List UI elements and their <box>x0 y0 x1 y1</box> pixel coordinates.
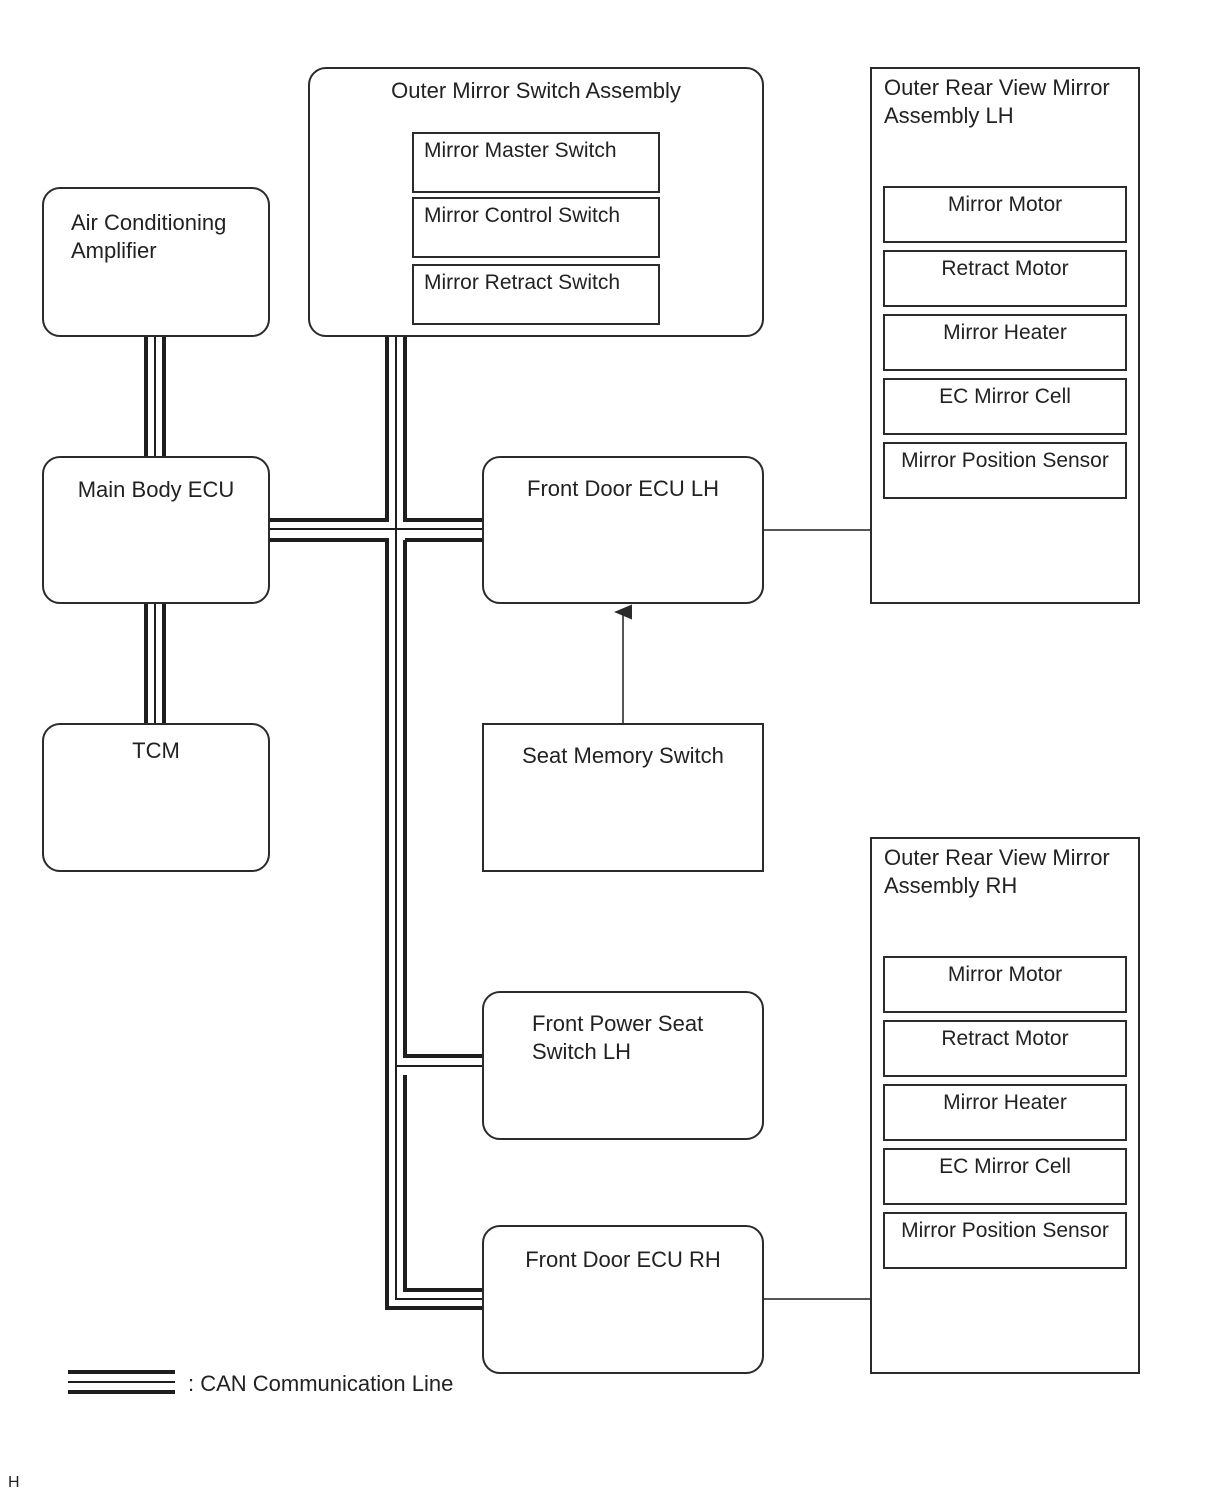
main-body-ecu: Main Body ECU <box>42 456 270 604</box>
mirror-lh-retract-motor: Retract Motor <box>883 250 1127 307</box>
can-line-ac-main <box>144 337 166 456</box>
seat-memory-switch: Seat Memory Switch <box>482 723 764 872</box>
can-line-mirror-switch <box>270 337 483 529</box>
outer-mirror-switch-title: Outer Mirror Switch Assembly <box>391 78 681 103</box>
tcm: TCM <box>42 723 270 872</box>
front-power-seat-line2: Switch LH <box>532 1039 632 1064</box>
legend-line-sample <box>68 1370 175 1394</box>
mirror-rh-ec-mirror-cell: EC Mirror Cell <box>883 1148 1127 1205</box>
front-power-seat-line1: Front Power Seat <box>532 1011 704 1036</box>
mirror-lh-mirror-heater: Mirror Heater <box>883 314 1127 371</box>
mirror-control-switch: Mirror Control Switch <box>412 197 660 258</box>
mirror-lh-position-sensor: Mirror Position Sensor <box>883 442 1127 499</box>
seat-memory-switch-title: Seat Memory Switch <box>522 743 724 768</box>
ac-amplifier-line2: Amplifier <box>71 238 157 263</box>
mirror-lh-title-line1: Outer Rear View Mirror <box>884 75 1110 100</box>
corner-mark: H <box>8 1474 20 1491</box>
front-door-ecu-lh: Front Door ECU LH <box>482 456 764 604</box>
can-line-trunk <box>395 529 483 1300</box>
front-door-ecu-rh-title: Front Door ECU RH <box>525 1247 721 1272</box>
mirror-lh-title-line2: Assembly LH <box>884 103 1014 128</box>
mirror-retract-switch: Mirror Retract Switch <box>412 264 660 325</box>
legend-label: : CAN Communication Line <box>188 1371 454 1396</box>
mirror-rh-position-sensor: Mirror Position Sensor <box>883 1212 1127 1269</box>
mirror-rh-title-line2: Assembly RH <box>884 873 1018 898</box>
front-door-ecu-rh: Front Door ECU RH <box>482 1225 764 1374</box>
air-conditioning-amplifier: Air Conditioning Amplifier <box>42 187 270 337</box>
mirror-rh-mirror-heater: Mirror Heater <box>883 1084 1127 1141</box>
mirror-master-switch: Mirror Master Switch <box>412 132 660 193</box>
mirror-lh-ec-mirror-cell: EC Mirror Cell <box>883 378 1127 435</box>
ac-amplifier-line1: Air Conditioning <box>71 210 227 235</box>
can-line-main-tcm <box>144 604 166 724</box>
front-door-ecu-lh-title: Front Door ECU LH <box>527 476 719 501</box>
mirror-lh-mirror-motor: Mirror Motor <box>883 186 1127 243</box>
main-body-ecu-title: Main Body ECU <box>77 477 235 502</box>
front-power-seat-switch-lh: Front Power Seat Switch LH <box>482 991 764 1140</box>
tcm-title: TCM <box>132 738 180 763</box>
can-line-main-bus <box>270 528 483 1310</box>
mirror-rh-mirror-motor: Mirror Motor <box>883 956 1127 1013</box>
mirror-rh-retract-motor: Retract Motor <box>883 1020 1127 1077</box>
mirror-rh-title-line1: Outer Rear View Mirror <box>884 845 1110 870</box>
